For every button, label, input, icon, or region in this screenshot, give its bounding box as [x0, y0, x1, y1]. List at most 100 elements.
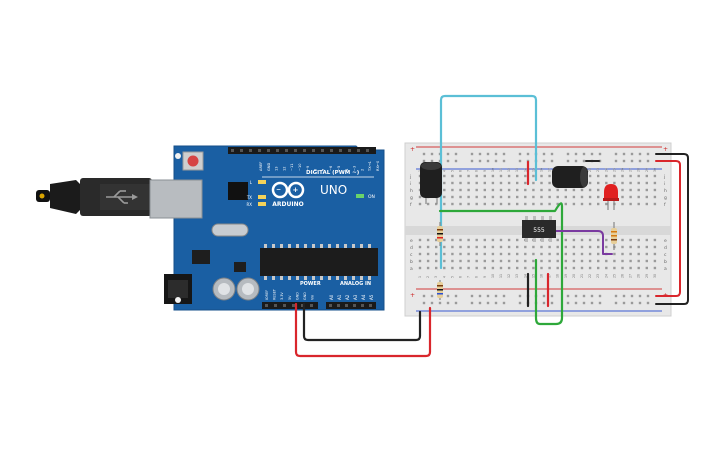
rail-hole[interactable]: [614, 159, 618, 163]
breadboard-hole[interactable]: [491, 252, 495, 256]
breadboard-hole[interactable]: [548, 188, 551, 192]
breadboard-hole[interactable]: [572, 259, 576, 263]
header-hole[interactable]: [366, 149, 369, 152]
breadboard-hole[interactable]: [451, 259, 454, 263]
breadboard-hole[interactable]: [637, 266, 640, 270]
breadboard-hole[interactable]: [524, 195, 527, 199]
red-wire-5v[interactable]: [294, 302, 432, 358]
header-hole[interactable]: [276, 149, 279, 152]
breadboard-hole[interactable]: [443, 174, 446, 178]
breadboard-hole[interactable]: [491, 202, 495, 206]
rail-hole[interactable]: [598, 152, 602, 156]
breadboard-hole[interactable]: [613, 259, 616, 263]
usb-cable[interactable]: [36, 178, 152, 216]
breadboard-hole[interactable]: [475, 202, 478, 206]
electrolytic-capacitor-right[interactable]: [552, 166, 588, 188]
rail-hole[interactable]: [518, 159, 522, 163]
breadboard-hole[interactable]: [588, 174, 592, 178]
breadboard-hole[interactable]: [653, 245, 657, 249]
breadboard-hole[interactable]: [491, 259, 495, 263]
red-wire-rail-link[interactable]: [655, 160, 681, 297]
breadboard-hole[interactable]: [572, 202, 576, 206]
breadboard-hole[interactable]: [516, 266, 519, 270]
rail-hole[interactable]: [526, 152, 530, 156]
rail-hole[interactable]: [614, 152, 618, 156]
breadboard-hole[interactable]: [588, 259, 592, 263]
rail-hole[interactable]: [542, 152, 546, 156]
rail-hole[interactable]: [486, 159, 490, 163]
header-hole[interactable]: [231, 149, 234, 152]
breadboard-hole[interactable]: [475, 174, 478, 178]
breadboard-hole[interactable]: [597, 181, 600, 185]
breadboard-hole[interactable]: [605, 238, 608, 242]
breadboard-hole[interactable]: [564, 245, 567, 249]
breadboard-hole[interactable]: [605, 259, 608, 263]
breadboard-hole[interactable]: [645, 266, 648, 270]
breadboard-hole[interactable]: [483, 202, 486, 206]
breadboard-hole[interactable]: [516, 238, 519, 242]
breadboard-hole[interactable]: [556, 195, 559, 199]
breadboard-hole[interactable]: [475, 259, 478, 263]
breadboard-hole[interactable]: [564, 238, 567, 242]
breadboard-hole[interactable]: [443, 259, 446, 263]
breadboard-hole[interactable]: [540, 181, 543, 185]
breadboard-hole[interactable]: [516, 195, 519, 199]
breadboard-hole[interactable]: [653, 252, 657, 256]
rail-hole[interactable]: [550, 301, 554, 305]
rail-hole[interactable]: [550, 152, 554, 156]
rail-hole[interactable]: [614, 301, 618, 305]
breadboard-hole[interactable]: [483, 266, 486, 270]
breadboard-hole[interactable]: [475, 252, 478, 256]
rail-hole[interactable]: [582, 301, 586, 305]
breadboard-hole[interactable]: [548, 174, 551, 178]
green-wire[interactable]: [438, 202, 564, 326]
breadboard-hole[interactable]: [653, 259, 657, 263]
rail-hole[interactable]: [430, 301, 434, 305]
breadboard-hole[interactable]: [499, 252, 503, 256]
breadboard-hole[interactable]: [532, 245, 535, 249]
electrolytic-capacitor-left[interactable]: [420, 162, 442, 204]
breadboard-hole[interactable]: [588, 202, 592, 206]
breadboard-hole[interactable]: [451, 188, 454, 192]
breadboard-hole[interactable]: [443, 188, 446, 192]
header-hole[interactable]: [330, 149, 333, 152]
header-hole[interactable]: [337, 304, 340, 307]
breadboard-hole[interactable]: [564, 252, 567, 256]
breadboard-hole[interactable]: [588, 181, 592, 185]
rail-hole[interactable]: [638, 301, 642, 305]
breadboard-hole[interactable]: [637, 259, 640, 263]
breadboard-hole[interactable]: [564, 195, 567, 199]
breadboard-hole[interactable]: [426, 238, 430, 242]
breadboard-hole[interactable]: [564, 259, 567, 263]
breadboard-hole[interactable]: [580, 259, 584, 263]
rail-hole[interactable]: [566, 294, 570, 298]
breadboard-hole[interactable]: [597, 245, 600, 249]
breadboard-hole[interactable]: [516, 245, 519, 249]
header-hole[interactable]: [249, 149, 252, 152]
breadboard-hole[interactable]: [621, 188, 624, 192]
rail-hole[interactable]: [622, 159, 626, 163]
breadboard-hole[interactable]: [621, 259, 624, 263]
breadboard-hole[interactable]: [451, 181, 454, 185]
header-hole[interactable]: [274, 304, 277, 307]
rail-hole[interactable]: [486, 301, 490, 305]
rail-hole[interactable]: [454, 159, 458, 163]
breadboard-hole[interactable]: [588, 188, 592, 192]
rail-hole[interactable]: [630, 294, 634, 298]
breadboard-hole[interactable]: [483, 188, 486, 192]
breadboard-hole[interactable]: [540, 202, 543, 206]
red-led[interactable]: [603, 184, 619, 210]
wires[interactable]: [294, 94, 689, 358]
breadboard-hole[interactable]: [475, 238, 478, 242]
breadboard-hole[interactable]: [621, 181, 624, 185]
breadboard-hole[interactable]: [459, 195, 462, 199]
breadboard-hole[interactable]: [572, 245, 576, 249]
breadboard-hole[interactable]: [524, 252, 527, 256]
breadboard-hole[interactable]: [637, 181, 640, 185]
breadboard-hole[interactable]: [645, 174, 648, 178]
header-hole[interactable]: [283, 304, 286, 307]
breadboard-hole[interactable]: [435, 259, 438, 263]
breadboard-hole[interactable]: [507, 238, 511, 242]
breadboard-hole[interactable]: [645, 195, 648, 199]
